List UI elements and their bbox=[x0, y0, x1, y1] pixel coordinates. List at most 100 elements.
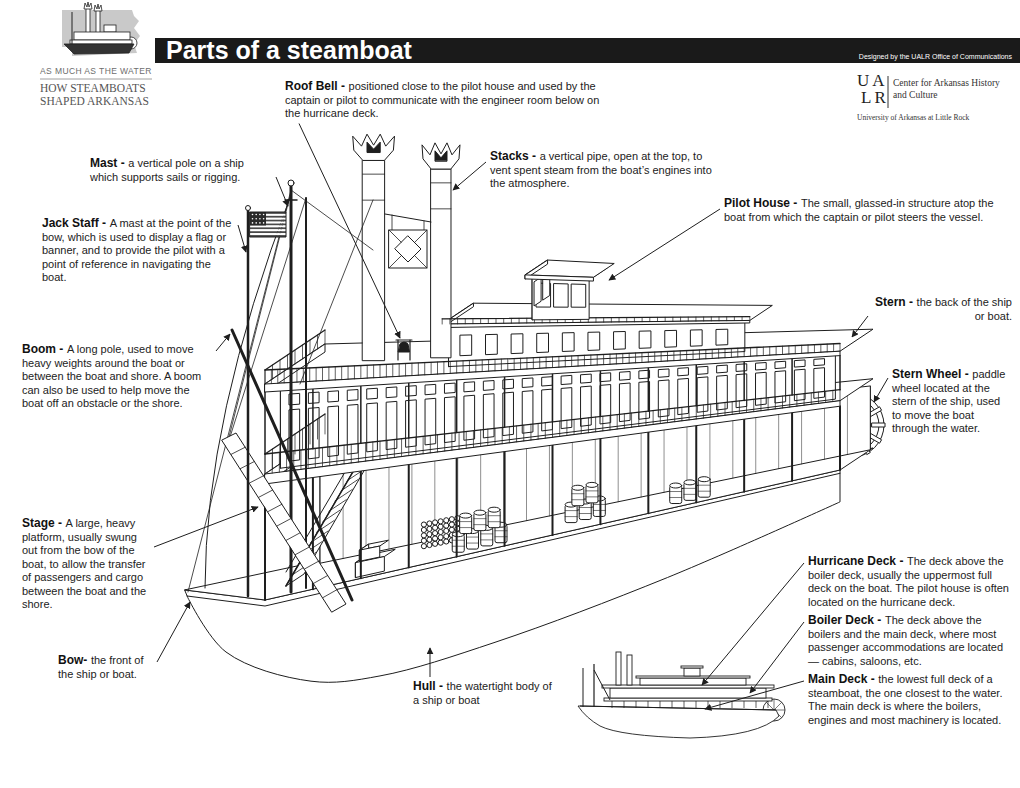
baluster bbox=[317, 335, 318, 349]
barrel-band bbox=[452, 540, 464, 541]
baluster bbox=[711, 317, 712, 321]
cabin-transom bbox=[698, 366, 708, 374]
baluster bbox=[437, 362, 438, 374]
deck-column bbox=[695, 426, 697, 503]
baluster bbox=[456, 361, 457, 373]
deck-column bbox=[456, 380, 458, 433]
flag-stripe bbox=[250, 229, 286, 231]
deck-column bbox=[552, 445, 554, 535]
baluster bbox=[341, 366, 342, 379]
baluster bbox=[603, 318, 604, 322]
baluster bbox=[415, 437, 416, 455]
baluster bbox=[424, 363, 425, 375]
barrel-top bbox=[488, 507, 500, 512]
firewood bbox=[438, 529, 443, 534]
inset-main-deck bbox=[580, 706, 776, 710]
rigging bbox=[300, 200, 373, 384]
baluster bbox=[699, 350, 700, 359]
flag-star bbox=[263, 214, 265, 216]
cabin-transom bbox=[562, 375, 572, 384]
smokestack bbox=[431, 169, 451, 358]
leader-line bbox=[430, 648, 431, 677]
baluster bbox=[296, 369, 297, 383]
baluster bbox=[559, 421, 560, 436]
texas-window bbox=[588, 332, 599, 350]
baluster bbox=[653, 411, 654, 425]
pilot-window bbox=[554, 284, 568, 308]
baluster bbox=[351, 444, 352, 463]
baluster bbox=[645, 411, 646, 425]
baluster bbox=[717, 403, 718, 416]
baluster bbox=[322, 448, 323, 467]
baluster bbox=[705, 350, 706, 359]
barrel-band bbox=[684, 494, 696, 495]
barrel-band bbox=[452, 546, 464, 547]
baluster bbox=[325, 330, 326, 344]
texas-window bbox=[716, 329, 727, 345]
flag-star bbox=[259, 214, 261, 216]
leader-line bbox=[874, 378, 888, 402]
inset-stack bbox=[616, 652, 621, 685]
baluster bbox=[265, 370, 266, 384]
stage-rung bbox=[277, 519, 291, 527]
cabin-door bbox=[523, 391, 533, 434]
baluster bbox=[316, 368, 317, 381]
baluster bbox=[597, 355, 598, 365]
baluster bbox=[380, 365, 381, 378]
inset-column bbox=[756, 701, 757, 708]
roof-bell bbox=[396, 340, 412, 360]
baluster bbox=[365, 443, 366, 461]
baluster bbox=[545, 423, 546, 439]
hurricane-railing bbox=[265, 330, 325, 384]
baluster bbox=[680, 317, 681, 321]
cabin-transom bbox=[620, 372, 630, 381]
baluster bbox=[487, 429, 488, 446]
flag-star bbox=[255, 222, 257, 224]
firewood bbox=[444, 523, 449, 528]
stack-sign bbox=[389, 230, 427, 268]
baluster bbox=[667, 409, 668, 423]
baluster bbox=[719, 317, 720, 321]
baluster bbox=[295, 434, 296, 454]
flag-star bbox=[263, 218, 265, 220]
firewood bbox=[433, 525, 438, 530]
baluster bbox=[611, 318, 612, 322]
baluster bbox=[265, 370, 266, 384]
bell-beam bbox=[396, 339, 412, 340]
deck-column bbox=[839, 406, 841, 470]
inset-pilot-roof bbox=[681, 666, 703, 668]
rail-top bbox=[265, 344, 840, 371]
baluster bbox=[488, 319, 489, 324]
baluster bbox=[399, 364, 400, 377]
baluster bbox=[280, 360, 281, 374]
part-callout: Stage -A large, heavy platform, usually … bbox=[22, 517, 150, 612]
baluster bbox=[271, 370, 272, 384]
stage-rung bbox=[250, 476, 264, 483]
part-name: Pilot House - bbox=[724, 196, 797, 210]
baluster bbox=[308, 449, 309, 468]
baluster bbox=[749, 317, 750, 321]
baluster bbox=[775, 397, 776, 409]
deck-column bbox=[504, 377, 506, 427]
cabin-transom bbox=[348, 390, 358, 401]
baluster bbox=[827, 344, 828, 352]
cargo-crate-side bbox=[360, 546, 380, 561]
cabin-door bbox=[600, 385, 610, 424]
pilot-window bbox=[572, 284, 586, 307]
baluster bbox=[443, 362, 444, 374]
firewood bbox=[438, 540, 443, 545]
baluster bbox=[495, 359, 496, 370]
baluster bbox=[631, 413, 632, 427]
baluster bbox=[634, 317, 635, 321]
deck-column bbox=[504, 452, 506, 546]
mast-knob bbox=[288, 180, 294, 186]
page-title: Parts of a steamboat bbox=[166, 38, 412, 63]
baluster bbox=[654, 352, 655, 362]
cabin-transom bbox=[581, 374, 591, 383]
barrel-top bbox=[474, 510, 486, 515]
part-callout: Roof Bell -positioned close to the pilot… bbox=[285, 80, 605, 121]
firewood bbox=[427, 526, 432, 531]
baluster bbox=[488, 360, 489, 372]
flag-stripe bbox=[250, 225, 286, 227]
firewood bbox=[421, 522, 426, 527]
